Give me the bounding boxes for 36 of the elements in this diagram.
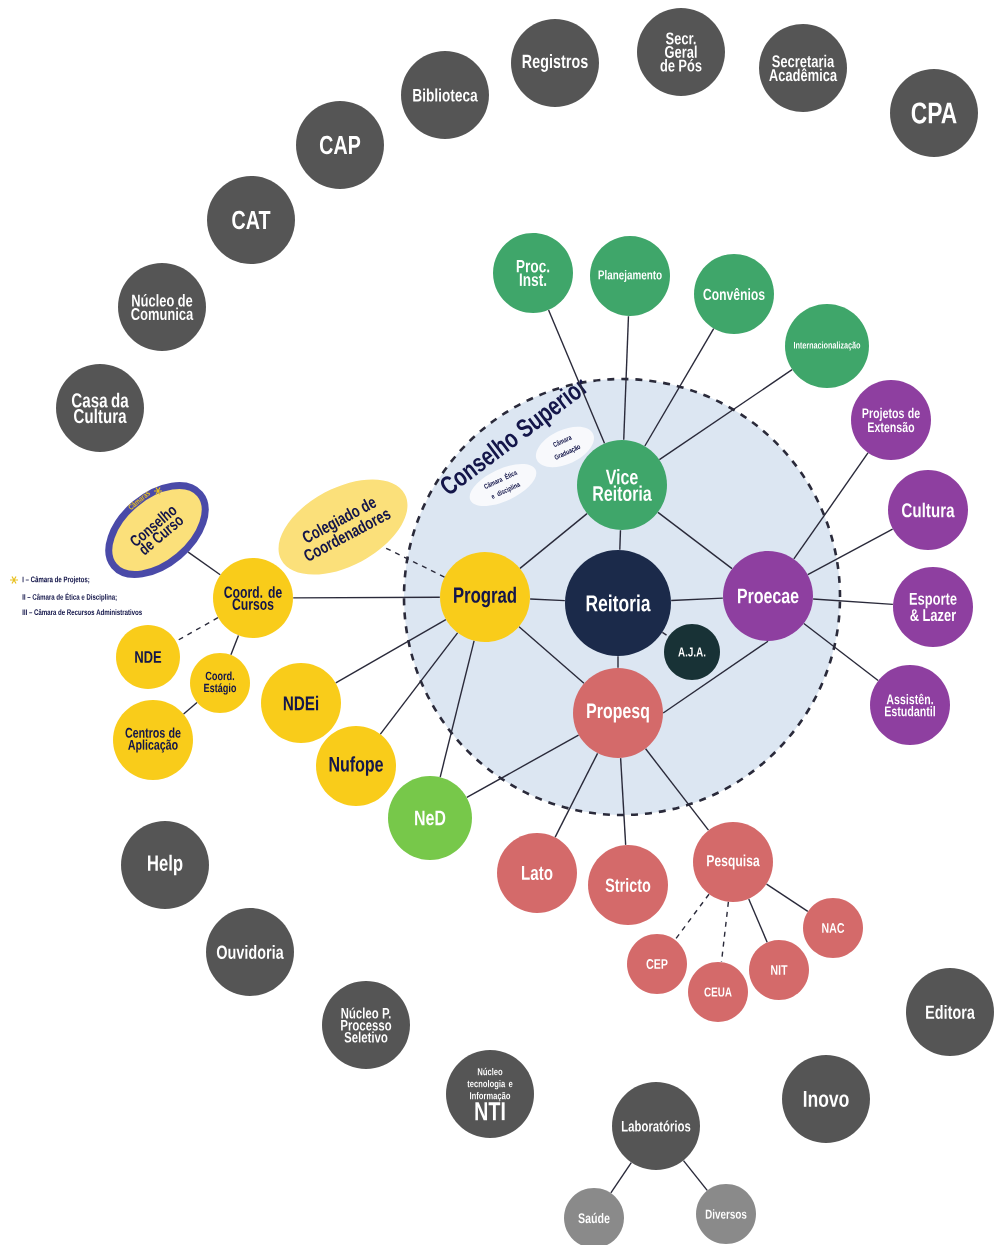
connector-line [803,622,879,682]
connector-line [182,701,198,715]
connector-line [812,598,894,606]
connector-line [466,734,580,799]
legend-note: I – Câmara de Projetos; [22,576,90,584]
connector-line [658,369,793,461]
connector-line [748,898,768,943]
connector-line [793,452,869,560]
connector-line [554,752,599,838]
connector-line [547,309,606,445]
connector-line [644,328,715,447]
connector-line [662,640,769,714]
connector-line [187,551,221,576]
connector-line [674,893,710,941]
connector-line [379,632,459,735]
connector-line [619,529,622,551]
connector-line [807,528,894,576]
connector-line [765,883,809,913]
connector-line [619,757,627,846]
connector-line [682,1159,708,1192]
connector-line [617,655,619,669]
connector-line [529,598,566,602]
connector-line [670,597,724,602]
connector-line [657,511,733,570]
connector-line [292,596,441,599]
connector-line [623,315,630,441]
connector-line [335,618,447,684]
connector-line [230,634,240,656]
connector-line [610,1161,632,1194]
connector-line [519,512,588,570]
legend-note: III – Câmara de Recursos Administrativos [22,609,142,616]
connector-line [661,631,670,638]
connector-line [518,626,585,684]
connector-line [439,640,475,778]
legend-note: II – Câmara de Ética e Disciplina; [22,592,117,602]
connector-line [644,748,710,831]
